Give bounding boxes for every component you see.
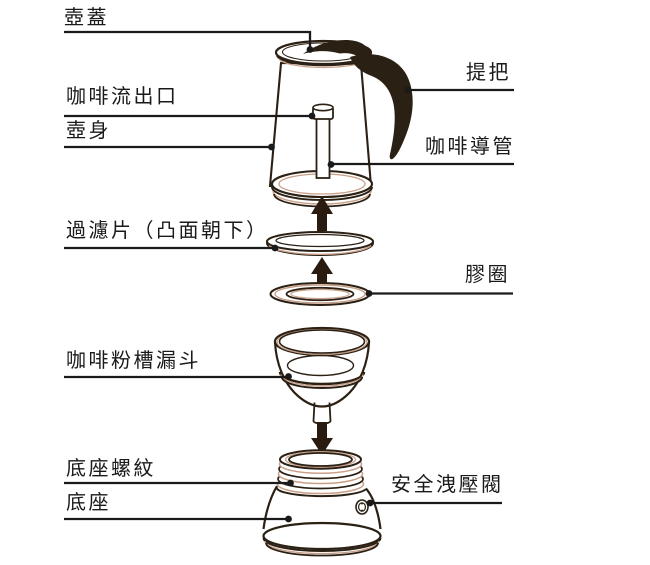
rubber-ring-shape bbox=[269, 282, 371, 306]
label-base-thread: 底座螺紋 bbox=[66, 458, 156, 480]
leader-lines bbox=[64, 30, 514, 523]
label-coffee-outlet: 咖啡流出口 bbox=[66, 86, 179, 108]
label-base: 底座 bbox=[66, 492, 111, 514]
label-pot-lid: 壺蓋 bbox=[64, 7, 109, 29]
leader-pot-lid bbox=[64, 30, 312, 47]
label-coffee-tube: 咖啡導管 bbox=[425, 136, 515, 158]
coffee-tube-shape bbox=[312, 103, 334, 179]
pot-handle-shape bbox=[350, 54, 413, 160]
safety-valve-shape bbox=[355, 499, 369, 515]
label-filter-plate: 過濾片（凸面朝下） bbox=[66, 220, 269, 242]
base-shape bbox=[262, 449, 382, 557]
label-handle: 提把 bbox=[466, 62, 511, 84]
label-funnel: 咖啡粉槽漏斗 bbox=[66, 350, 201, 372]
up-arrow-2 bbox=[311, 257, 333, 290]
base-threads-shape bbox=[276, 449, 365, 495]
down-arrow bbox=[311, 422, 333, 455]
upper-pot-shape bbox=[268, 39, 413, 208]
label-pot-body: 壺身 bbox=[66, 120, 111, 142]
label-safety-valve: 安全洩壓閥 bbox=[391, 474, 504, 496]
funnel-shape bbox=[273, 326, 371, 425]
filter-plate-shape bbox=[265, 231, 375, 256]
up-arrow-1 bbox=[311, 196, 333, 231]
label-rubber-ring: 膠圈 bbox=[465, 264, 510, 286]
pot-lid-knob bbox=[303, 40, 373, 63]
